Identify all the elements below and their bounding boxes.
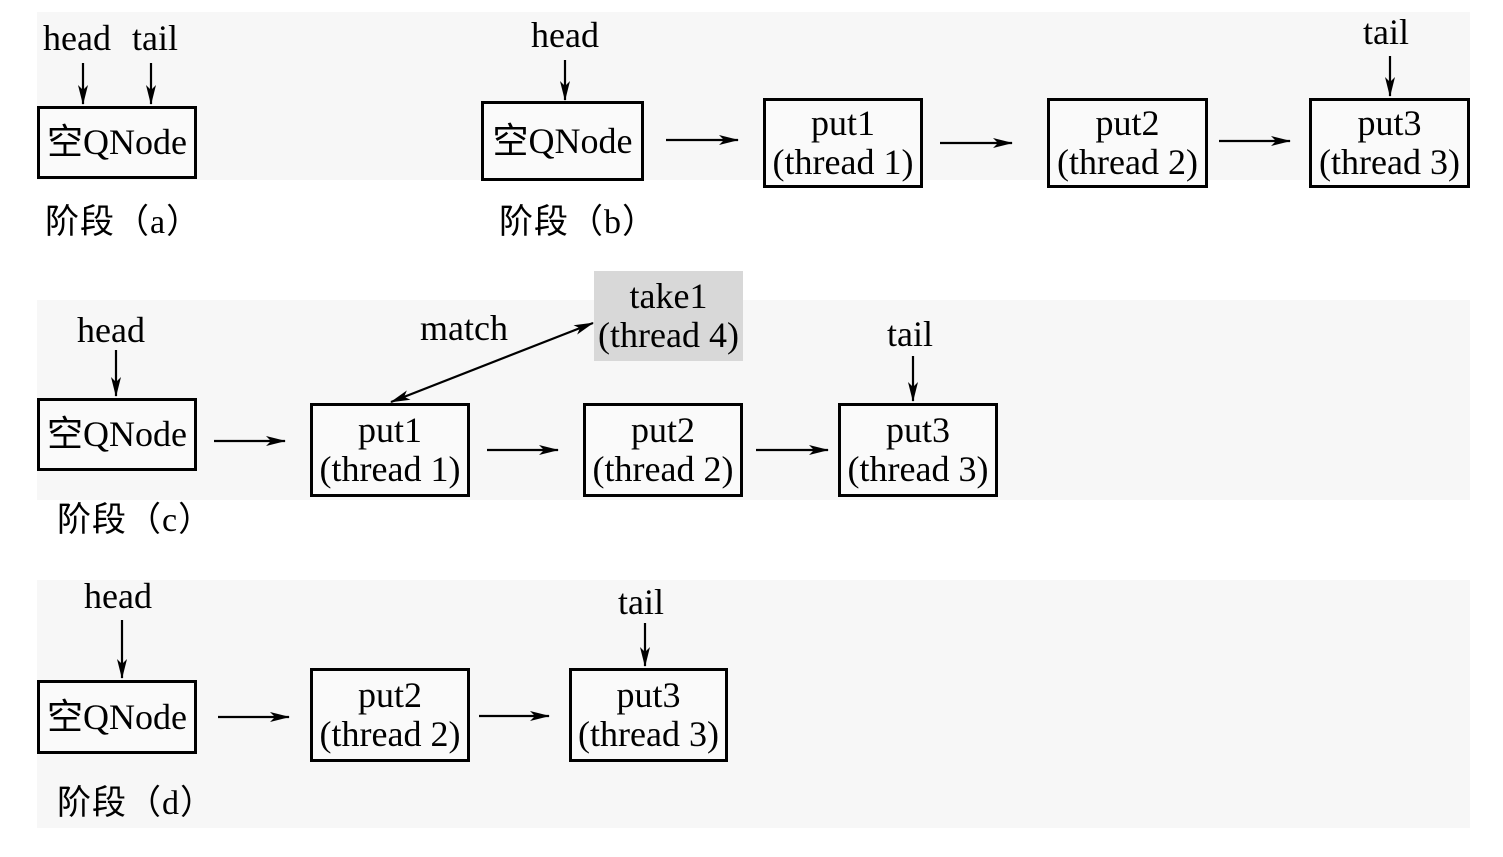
head-label-b: head xyxy=(531,15,599,55)
put3-node-b: put3 (thread 3) xyxy=(1309,98,1470,188)
node-thread: (thread 3) xyxy=(1319,142,1460,182)
node-thread: (thread 2) xyxy=(592,449,734,489)
empty-qnode-a: 空QNode xyxy=(37,106,197,179)
put3-node-c: put3 (thread 3) xyxy=(838,403,998,497)
empty-qnode-d: 空QNode xyxy=(37,680,197,754)
empty-qnode-c: 空QNode xyxy=(37,398,197,471)
empty-qnode-text: 空QNode xyxy=(492,120,633,161)
put1-node-b: put1 (thread 1) xyxy=(763,98,923,188)
node-name: put2 xyxy=(357,675,422,716)
head-label-a: head xyxy=(43,18,111,58)
empty-qnode-b: 空QNode xyxy=(481,101,644,181)
tail-label-d: tail xyxy=(618,582,664,622)
tail-label-c: tail xyxy=(887,314,933,354)
tail-label-b: tail xyxy=(1363,12,1409,52)
head-label-d: head xyxy=(84,576,152,616)
node-name: put1 xyxy=(357,410,422,451)
node-thread: (thread 1) xyxy=(319,449,461,489)
empty-qnode-text: 空QNode xyxy=(47,696,187,737)
stage-label-c: 阶段（c） xyxy=(57,502,214,539)
node-thread: (thread 1) xyxy=(772,142,914,182)
node-name: put2 xyxy=(1095,103,1160,144)
stage-label-b: 阶段（b） xyxy=(499,204,657,241)
node-name: take1 xyxy=(629,276,708,317)
band-stage-c xyxy=(37,300,1470,500)
node-name: put3 xyxy=(616,675,681,716)
node-name: put3 xyxy=(1357,103,1422,144)
node-name: put3 xyxy=(885,410,950,451)
match-arrow xyxy=(390,321,594,404)
stage-label-d: 阶段（d） xyxy=(57,785,215,822)
stage-label-a: 阶段（a） xyxy=(45,204,202,241)
node-thread: (thread 3) xyxy=(578,714,719,754)
band-stage-a-b xyxy=(37,12,1470,180)
node-thread: (thread 4) xyxy=(598,315,739,355)
take1-node-c: take1 (thread 4) xyxy=(594,271,743,361)
node-name: put2 xyxy=(630,410,695,451)
put2-node-d: put2 (thread 2) xyxy=(310,668,470,762)
node-name: put1 xyxy=(810,103,875,144)
tail-label-a: tail xyxy=(132,18,178,58)
empty-qnode-text: 空QNode xyxy=(47,414,187,455)
put3-node-d: put3 (thread 3) xyxy=(569,668,728,762)
put2-node-b: put2 (thread 2) xyxy=(1047,98,1208,188)
node-thread: (thread 2) xyxy=(1057,142,1198,182)
node-thread: (thread 2) xyxy=(319,714,461,754)
put2-node-c: put2 (thread 2) xyxy=(583,403,743,497)
put1-node-c: put1 (thread 1) xyxy=(310,403,470,497)
band-stage-d xyxy=(37,580,1470,828)
empty-qnode-text: 空QNode xyxy=(47,122,187,163)
node-thread: (thread 3) xyxy=(847,449,989,489)
head-label-c: head xyxy=(77,310,145,350)
